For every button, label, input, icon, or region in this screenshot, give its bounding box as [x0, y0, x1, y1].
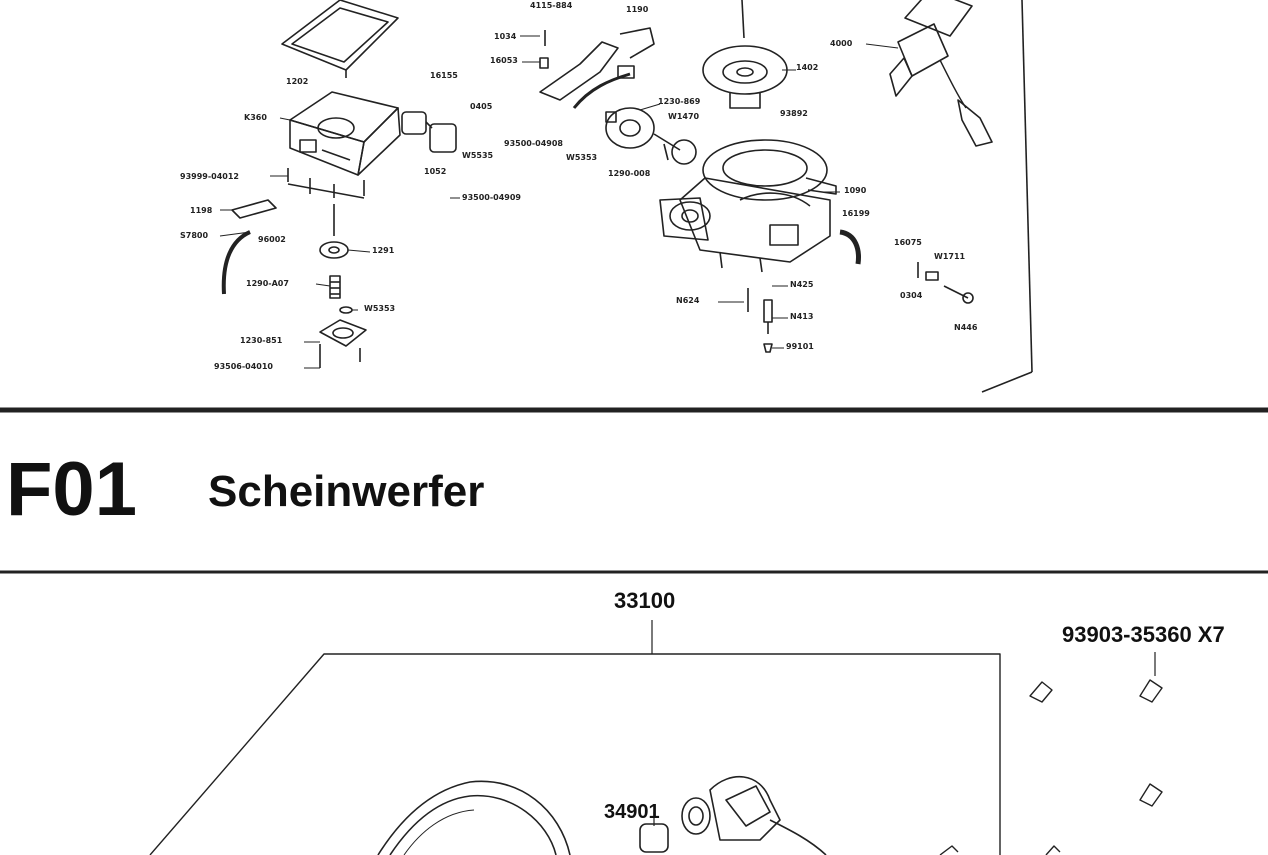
part-label-n413: N413 [790, 312, 814, 321]
headlight-bracket-frame [149, 620, 1001, 855]
part-label-n624: N624 [676, 296, 700, 305]
part-label-s7800: S7800 [180, 231, 209, 240]
part-label-0304: 0304 [900, 291, 923, 300]
solenoid [889, 0, 993, 147]
float-bowl [289, 91, 401, 176]
part-label-1202: 1202 [286, 77, 309, 86]
part-label-4115-884: 4115-884 [530, 1, 573, 10]
part-label-96002: 96002 [258, 235, 286, 244]
hose-s7800 [221, 199, 277, 295]
part-label-16199: 16199 [842, 209, 870, 218]
jets [747, 288, 773, 353]
part-label-93500-04908: 93500-04908 [504, 139, 563, 148]
part-label-93999-04012: 93999-04012 [180, 172, 239, 181]
section-code: F01 [6, 447, 137, 532]
part-label-1190: 1190 [626, 5, 649, 14]
part-label-93506-04010: 93506-04010 [214, 362, 273, 371]
headlight-reflector [377, 780, 571, 855]
float-part [401, 111, 457, 153]
part-label-1230-851: 1230-851 [240, 336, 283, 345]
bulb-socket [639, 776, 827, 855]
carburetor-body [659, 139, 837, 273]
part-label-w1711: W1711 [934, 252, 966, 261]
part-label-n446: N446 [954, 323, 978, 332]
part-label-0405: 0405 [470, 102, 493, 111]
choke-linkage [539, 27, 655, 109]
part-label-w5535: W5535 [462, 151, 494, 160]
part-label-n425: N425 [790, 280, 814, 289]
part-label-93892: 93892 [780, 109, 808, 118]
part-label-33100: 33100 [614, 588, 676, 613]
part-label-16075: 16075 [894, 238, 922, 247]
part-label-99101: 99101 [786, 342, 814, 351]
part-label-1198: 1198 [190, 206, 213, 215]
part-label-1290-008: 1290-008 [608, 169, 651, 178]
part-label-k360: K360 [244, 113, 267, 122]
part-label-w1470: W1470 [668, 112, 700, 121]
part-label-16053: 16053 [490, 56, 518, 65]
idle-screw [917, 262, 974, 304]
part-label-1230-869: 1230-869 [658, 97, 701, 106]
part-label-1034: 1034 [494, 32, 517, 41]
screws-lower [939, 652, 1163, 855]
part-label-1291: 1291 [372, 246, 395, 255]
part-label-34901: 34901 [604, 801, 660, 823]
part-label-16155: 16155 [430, 71, 458, 80]
part-label-1402: 1402 [796, 63, 819, 72]
part-label-w5353-lower: W5353 [364, 304, 396, 313]
part-label-1290-a07: 1290-A07 [246, 279, 289, 288]
diaphragm-cover [702, 0, 788, 109]
section-title: Scheinwerfer [208, 467, 485, 516]
part-label-w5353-upper: W5353 [566, 153, 598, 162]
part-label-1052: 1052 [424, 167, 447, 176]
pump-cover [605, 107, 697, 165]
part-label-1090: 1090 [844, 186, 867, 195]
part-label-93500-04909: 93500-04909 [462, 193, 521, 202]
top-cover-plate [281, 0, 399, 78]
part-label-4000: 4000 [830, 39, 853, 48]
diaphragm-stack [319, 204, 367, 368]
bowl-screws [287, 168, 365, 199]
part-label-93903-35360: 93903-35360 X7 [1062, 622, 1225, 647]
hose-16199 [839, 229, 861, 265]
upper-leader-lines [219, 35, 899, 369]
